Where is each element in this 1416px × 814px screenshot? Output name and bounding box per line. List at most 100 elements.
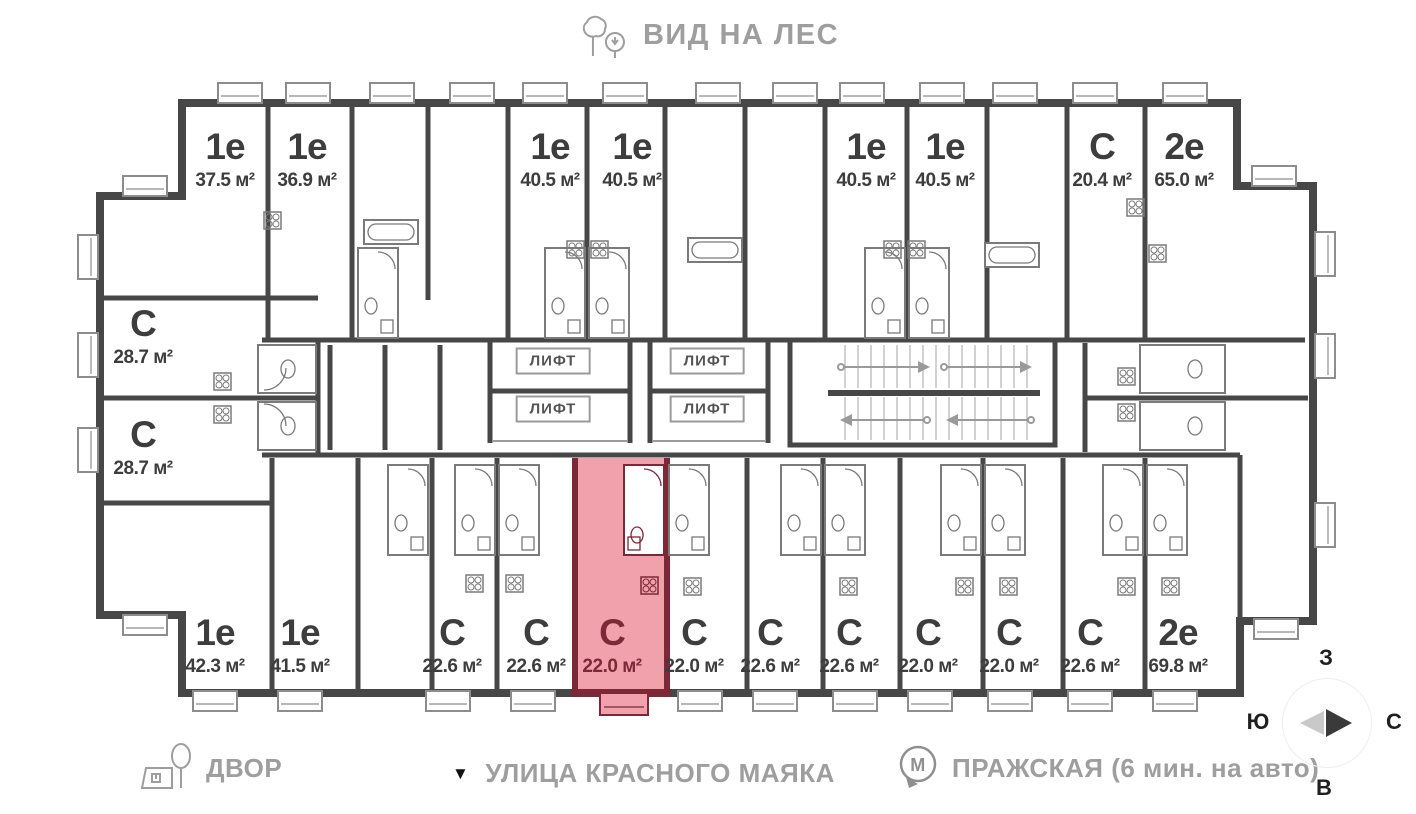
apartment-label[interactable]: С 20.4 м²: [1072, 126, 1132, 191]
apartment-type: С: [681, 612, 708, 653]
lift-label: ЛИФТ: [669, 395, 745, 423]
apartment-label[interactable]: 1е 40.5 м²: [520, 126, 580, 191]
apartment-area: 22.0 м²: [664, 656, 724, 677]
apartment-label[interactable]: С 28.7 м²: [113, 414, 173, 479]
street-direction-marker: ▼: [452, 763, 470, 783]
apartment-area: 40.5 м²: [520, 170, 580, 191]
compass-east: В: [1316, 775, 1332, 800]
trees-icon: [582, 15, 625, 58]
staircase: [787, 340, 1058, 448]
legend-street: ▼ УЛИЦА КРАСНОГО МАЯКА: [452, 758, 835, 789]
apartment-area: 22.6 м²: [422, 656, 482, 677]
apartment-area: 40.5 м²: [836, 170, 896, 191]
apartment-label[interactable]: 1е 36.9 м²: [277, 126, 337, 191]
apartment-type: 1е: [195, 612, 235, 653]
apartment-area: 22.6 м²: [1060, 656, 1120, 677]
apartment-area: 22.0 м²: [582, 656, 642, 677]
apartment-type: С: [130, 303, 157, 344]
apartment-area: 22.0 м²: [979, 656, 1039, 677]
view-direction-label: ВИД НА ЛЕС: [642, 18, 840, 51]
bottom-unit-walls: [269, 458, 1148, 690]
apartment-area: 22.6 м²: [740, 656, 800, 677]
apartment-type: С: [130, 414, 157, 455]
legend-metro: М ПРАЖСКАЯ (6 мин. на авто): [896, 744, 1319, 792]
top-unit-walls: [265, 107, 1148, 340]
apartment-type: С: [757, 612, 784, 653]
apartment-type: 2е: [1158, 612, 1198, 653]
lift-label: ЛИФТ: [669, 347, 745, 375]
apartment-type: 2е: [1164, 126, 1204, 167]
apartment-type: С: [439, 612, 466, 653]
apartment-label-selected[interactable]: С 22.0 м²: [582, 612, 642, 677]
view-direction-header: ВИД НА ЛЕС: [577, 12, 839, 58]
apartment-label[interactable]: 1е 40.5 м²: [602, 126, 662, 191]
apartment-area: 37.5 м²: [195, 170, 255, 191]
apartment-label[interactable]: С 22.0 м²: [979, 612, 1039, 677]
lift-label: ЛИФТ: [515, 395, 591, 423]
compass-needle-icon: [1300, 709, 1352, 737]
apartment-type: 1е: [280, 612, 320, 653]
apartment-type: 1е: [846, 126, 886, 167]
apartment-area: 28.7 м²: [113, 347, 173, 368]
compass-north: С: [1386, 709, 1402, 734]
apartment-area: 69.8 м²: [1148, 656, 1208, 677]
apartment-area: 65.0 м²: [1154, 170, 1214, 191]
apartment-label[interactable]: С 22.0 м²: [664, 612, 724, 677]
apartment-label[interactable]: 1е 37.5 м²: [195, 126, 255, 191]
apartment-label[interactable]: 1е 42.3 м²: [185, 612, 245, 677]
apartment-area: 36.9 м²: [277, 170, 337, 191]
compass-west: З: [1319, 645, 1333, 670]
highlighted-unit-window: [599, 692, 649, 716]
apartment-label[interactable]: 1е 40.5 м²: [836, 126, 896, 191]
metro-icon: М: [899, 745, 937, 788]
apartment-area: 22.0 м²: [898, 656, 958, 677]
apartment-area: 40.5 м²: [915, 170, 975, 191]
corridor-walls: [100, 295, 1308, 621]
apartment-type: С: [1089, 126, 1116, 167]
apartment-area: 20.4 м²: [1072, 170, 1132, 191]
apartment-label[interactable]: С 22.0 м²: [898, 612, 958, 677]
apartment-label[interactable]: С 22.6 м²: [740, 612, 800, 677]
apartment-area: 40.5 м²: [602, 170, 662, 191]
compass-circle: [1282, 678, 1372, 768]
compass-south: Ю: [1246, 709, 1270, 734]
building-outline: [96, 99, 1317, 697]
apartment-label[interactable]: 1е 41.5 м²: [270, 612, 330, 677]
metro-label: ПРАЖСКАЯ (6 мин. на авто): [952, 752, 1320, 783]
apartment-label[interactable]: С 28.7 м²: [113, 303, 173, 368]
apartment-type: С: [1077, 612, 1104, 653]
legend-yard: ДВОР: [138, 742, 282, 794]
apartment-type: 1е: [287, 126, 327, 167]
apartment-label[interactable]: С 22.6 м²: [422, 612, 482, 677]
apartment-type: 1е: [612, 126, 652, 167]
bathroom-pods: [257, 247, 1226, 556]
apartment-area: 28.7 м²: [113, 458, 173, 479]
yard-label: ДВОР: [206, 752, 283, 783]
shaft-walls: [327, 345, 443, 450]
apartment-type: 1е: [925, 126, 965, 167]
apartment-label[interactable]: С 22.6 м²: [1060, 612, 1120, 677]
street-label: УЛИЦА КРАСНОГО МАЯКА: [485, 758, 835, 788]
yard-icon: [140, 743, 191, 789]
apartment-type: С: [836, 612, 863, 653]
lift-label: ЛИФТ: [515, 347, 591, 375]
apartment-area: 22.6 м²: [506, 656, 566, 677]
apartment-label[interactable]: 2е 65.0 м²: [1154, 126, 1214, 191]
apartment-type: С: [599, 612, 626, 653]
toilet-icons: [263, 359, 1203, 436]
apartment-label[interactable]: 1е 40.5 м²: [915, 126, 975, 191]
apartment-area: 42.3 м²: [185, 656, 245, 677]
svg-text:М: М: [910, 755, 926, 775]
apartment-type: С: [915, 612, 942, 653]
apartment-type: 1е: [205, 126, 245, 167]
apartment-type: С: [996, 612, 1023, 653]
lift-shafts: [487, 337, 771, 443]
apartment-label[interactable]: 2е 69.8 м²: [1148, 612, 1208, 677]
apartment-area: 41.5 м²: [270, 656, 330, 677]
apartment-type: 1е: [530, 126, 570, 167]
stair-direction-arrows: [837, 363, 1035, 424]
